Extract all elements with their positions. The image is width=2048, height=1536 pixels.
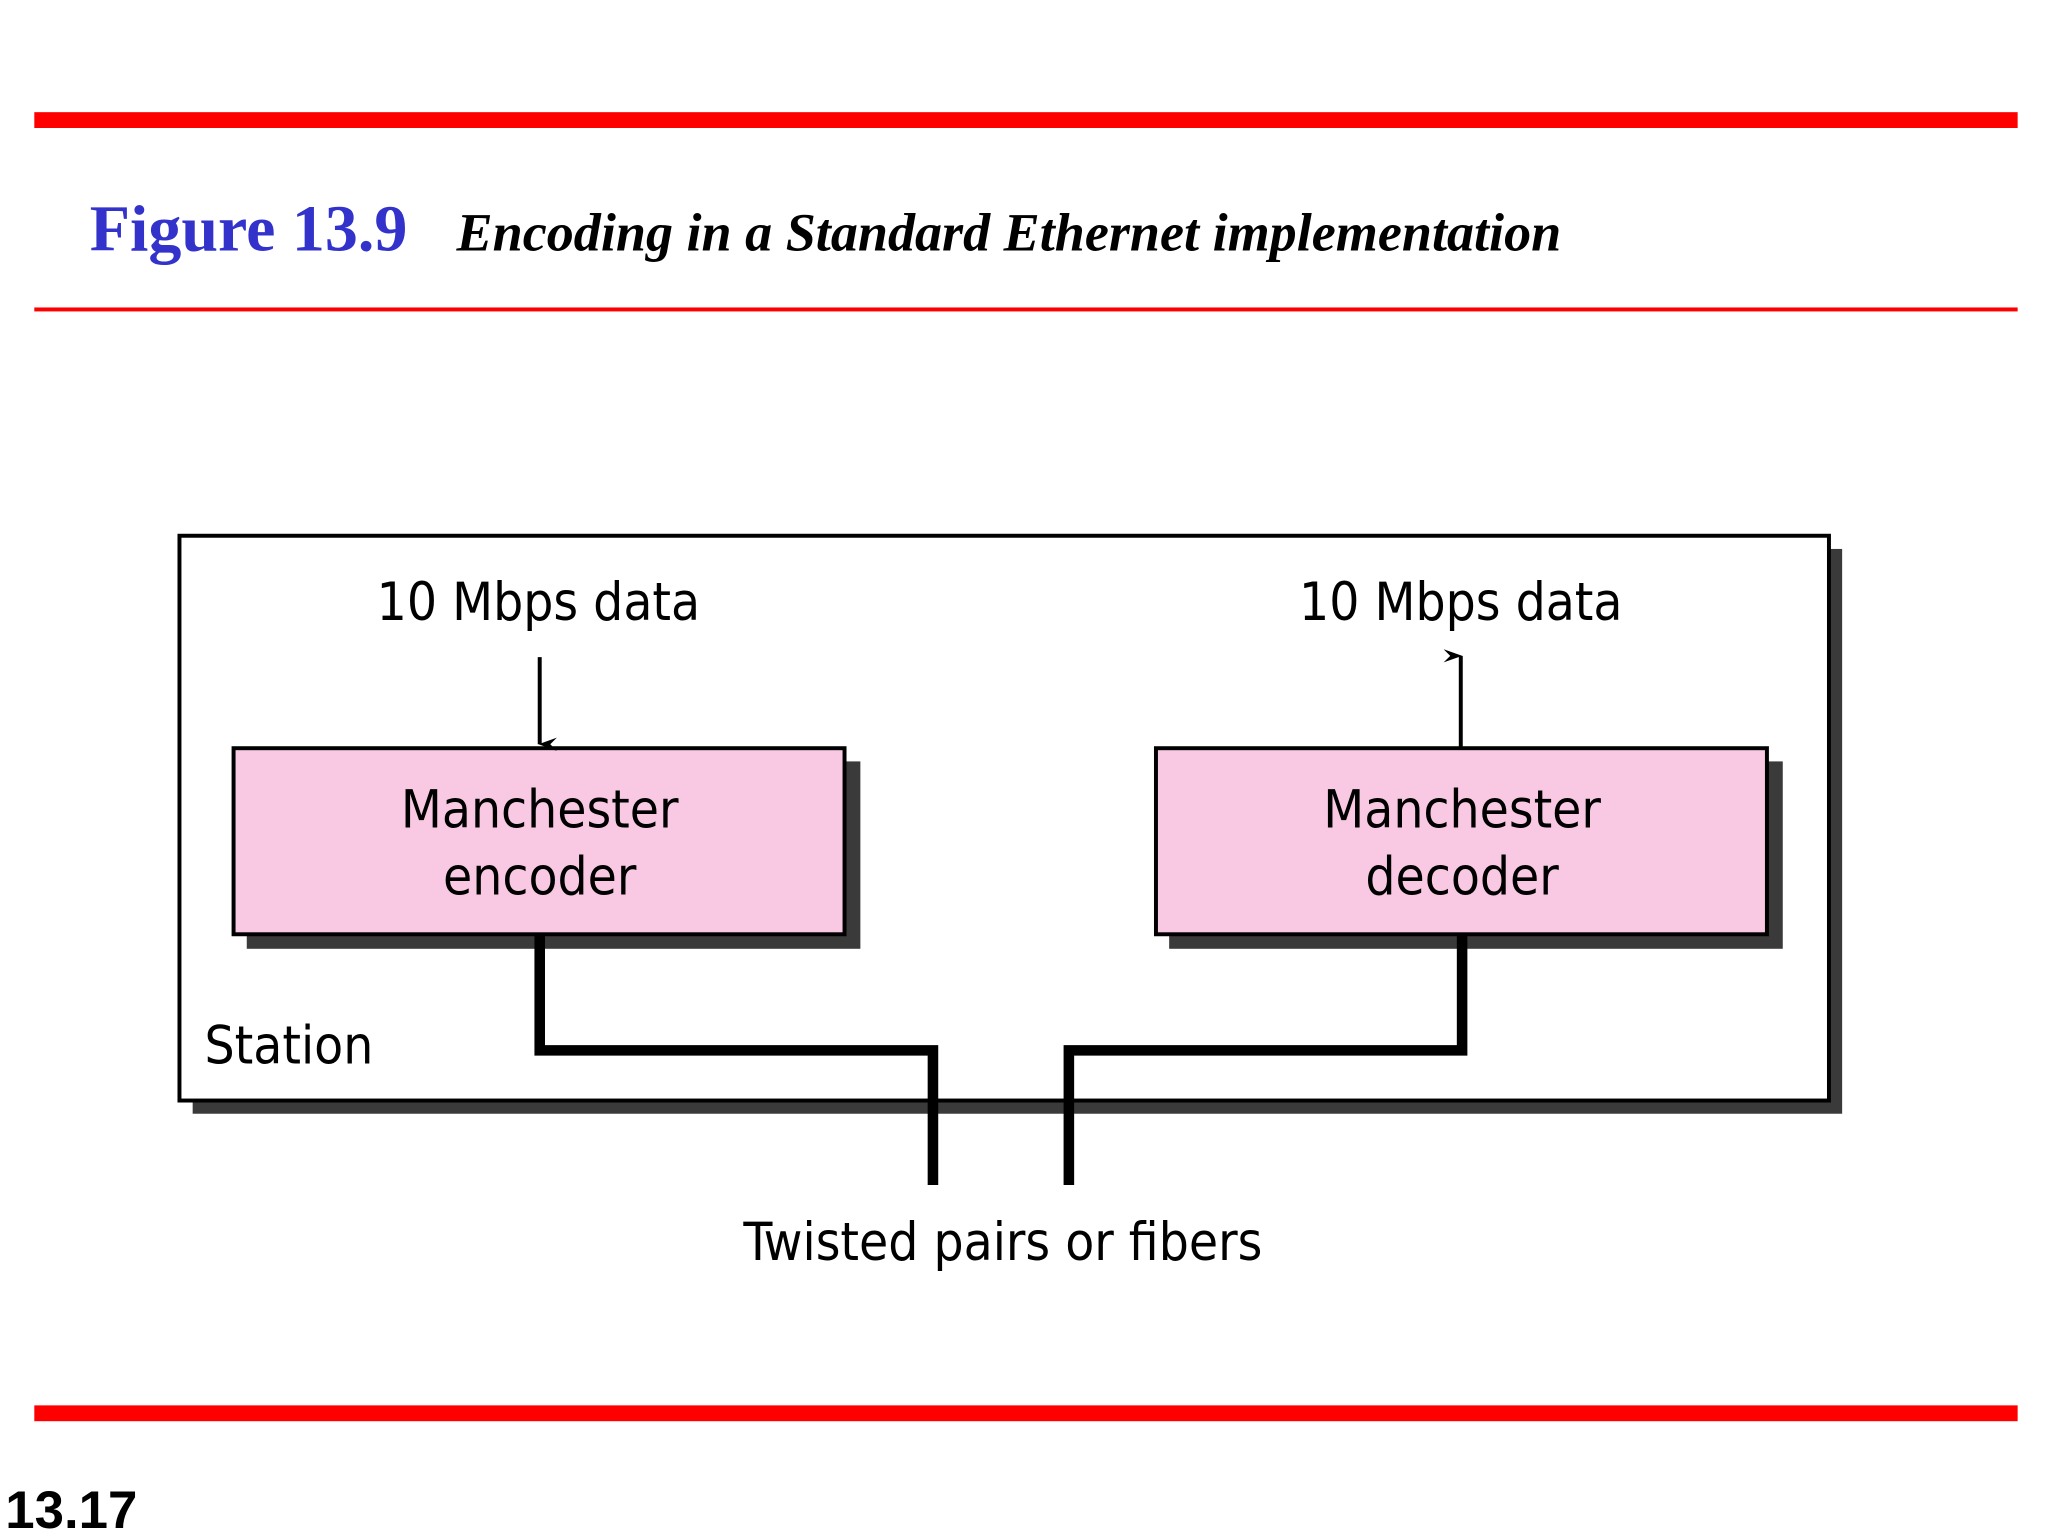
decoder-line2: decoder [1365,847,1559,908]
title-rule [34,307,2018,312]
station-label: Station [205,1016,374,1077]
encoder-line1: Manchester [401,779,679,840]
figure-caption: Encoding in a Standard Ethernet implemen… [456,203,1562,263]
decoder-line1: Manchester [1323,779,1601,840]
decoder-wire [1063,934,1468,1185]
encoder-input-label: 10 Mbps data [377,572,700,633]
top-rule [34,112,2018,128]
encoder-wire [534,934,939,1185]
encoder-line2: encoder [443,847,637,908]
encoder-block [231,746,847,937]
decoder-output-label: 10 Mbps data [1299,572,1622,633]
medium-label: Twisted pairs or fibers [742,1212,1262,1273]
bottom-rule [34,1405,2018,1422]
page-number: 13.17 [5,1481,137,1536]
figure-label: Figure 13.9 [90,193,408,266]
